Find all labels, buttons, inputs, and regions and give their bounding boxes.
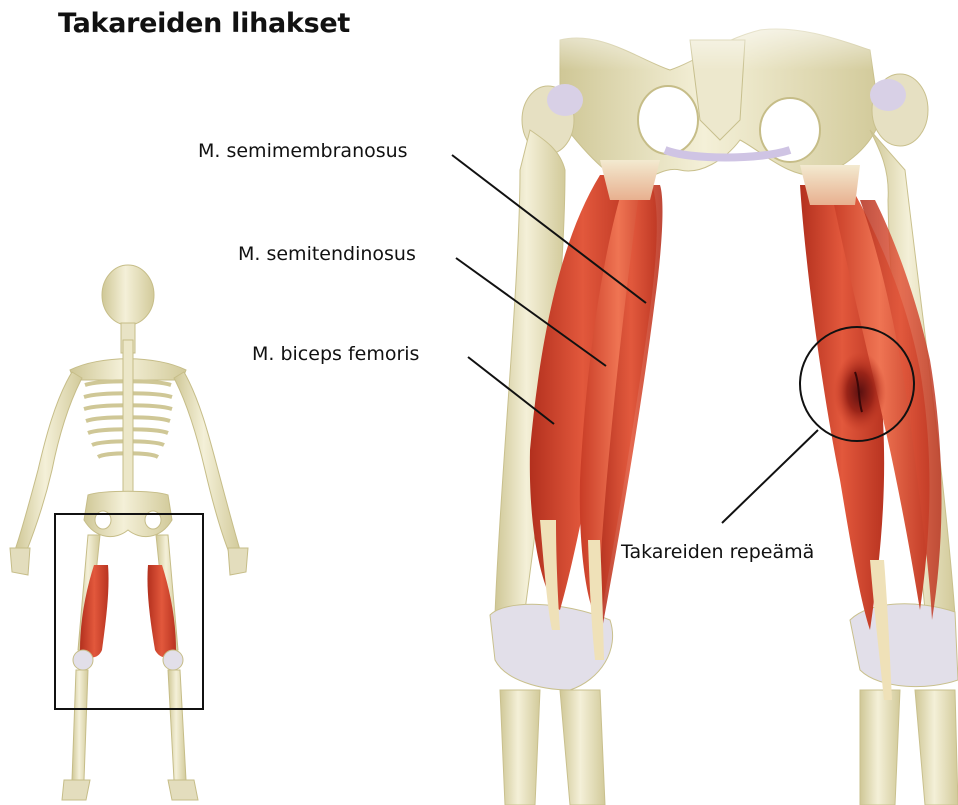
label-semitendinosus: M. semitendinosus [238,243,416,265]
tear-mark [834,352,886,432]
right-knee [850,604,958,805]
label-semimembranosus: M. semimembranosus [198,140,408,162]
label-hamstring-tear: Takareiden repeämä [621,541,814,563]
full-skeleton-thumbnail [10,265,248,800]
label-biceps-femoris: M. biceps femoris [252,343,419,365]
tear-leader-line [722,430,818,523]
